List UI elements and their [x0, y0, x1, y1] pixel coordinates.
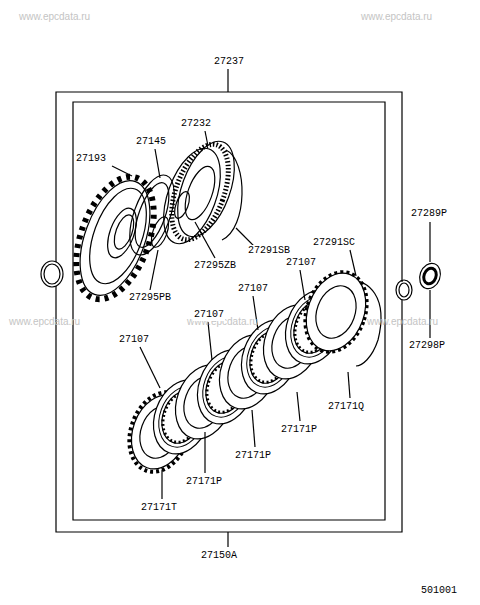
part-number: 27171Q	[327, 401, 365, 413]
o-ring	[399, 283, 409, 297]
leader-line	[227, 69, 228, 92]
watermark: www.epcdata.ru	[360, 11, 433, 23]
seal	[148, 215, 172, 250]
watermark: www.epcdata.ru	[8, 316, 81, 328]
part-number: 27107	[193, 309, 225, 321]
piston	[179, 163, 221, 224]
leader-line	[350, 250, 356, 276]
part-number: 27107	[237, 283, 269, 295]
leader-line	[155, 149, 160, 178]
piston	[152, 141, 231, 251]
bracket	[56, 92, 402, 282]
watermark: www.epcdata.ru	[18, 11, 91, 23]
part-number: 27295ZB	[193, 260, 237, 272]
leader-line	[150, 250, 158, 290]
leader-line	[252, 410, 255, 447]
snap-ring	[222, 150, 242, 240]
part-number: 27232	[180, 118, 212, 130]
part-number: 27298P	[408, 340, 446, 352]
o-ring	[41, 261, 63, 287]
part-number: 27193	[75, 153, 107, 165]
hub	[102, 204, 142, 261]
part-number: 27171P	[280, 424, 318, 436]
part-number: 27291SC	[312, 237, 356, 249]
seal-ring	[422, 266, 439, 285]
watermark: www.epcdata.ru	[366, 316, 439, 328]
leader-line	[429, 222, 430, 262]
part-number: 27107	[118, 334, 150, 346]
part-number: 27150A	[200, 550, 238, 562]
part-number: 27289P	[410, 208, 448, 220]
steel-plate	[309, 280, 363, 344]
part-number: 27145	[135, 136, 167, 148]
o-ring	[396, 280, 412, 300]
part-number: 501001	[420, 585, 458, 597]
part-number: 27107	[285, 257, 317, 269]
leader-line	[161, 470, 162, 499]
leader-line	[204, 432, 205, 473]
part-number: 27237	[213, 56, 245, 68]
leader-line	[140, 347, 160, 388]
leader-line	[112, 166, 132, 176]
hub	[110, 212, 137, 251]
group-frame	[73, 102, 385, 520]
leader-line	[297, 392, 300, 421]
leader-line	[227, 532, 228, 547]
steel-plate	[296, 265, 376, 359]
seal	[172, 190, 193, 220]
leader-line	[195, 222, 215, 258]
leader-line	[205, 131, 208, 146]
leader-line	[300, 270, 305, 300]
part-number: 27171P	[234, 450, 272, 462]
clutch-plates	[119, 264, 378, 481]
leader-line	[208, 322, 212, 360]
part-number: 27295PB	[128, 292, 172, 304]
part-number: 27171T	[140, 502, 178, 514]
part-number: 27171P	[185, 476, 223, 488]
clutch-retainer	[66, 171, 163, 304]
leader-line	[429, 290, 430, 338]
leader-line	[348, 372, 350, 398]
part-number: 27291SB	[247, 245, 291, 257]
piston	[166, 134, 245, 244]
seal-ring	[416, 260, 444, 291]
o-ring	[44, 264, 60, 284]
steel-plate	[295, 264, 378, 361]
